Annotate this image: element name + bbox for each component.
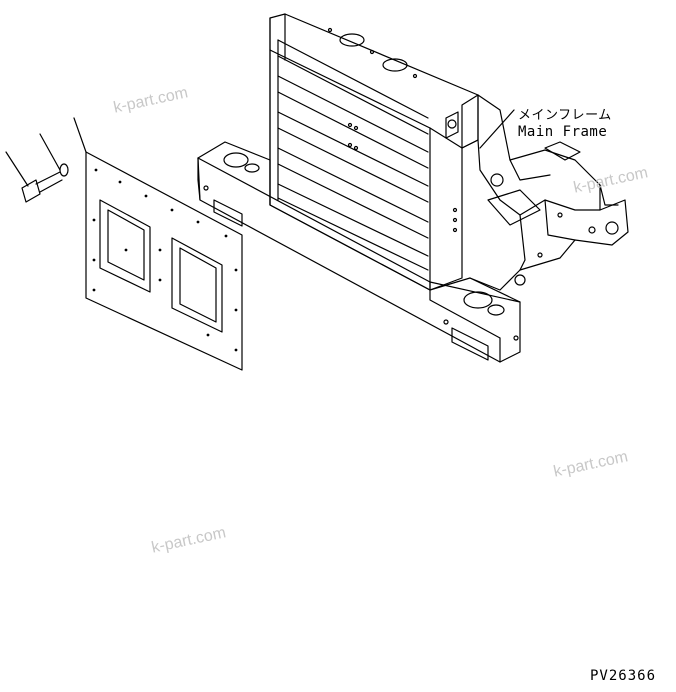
cover-plate (85, 151, 243, 371)
drawing-code: PV26366 (590, 668, 657, 684)
bumper-beam (197, 141, 521, 363)
main-frame-label-en: Main Frame (518, 124, 608, 140)
bolt-and-washer (5, 117, 87, 203)
radiator-core (269, 13, 479, 291)
main-frame-label-jp: メインフレーム (518, 108, 612, 123)
main-frame (461, 94, 629, 291)
